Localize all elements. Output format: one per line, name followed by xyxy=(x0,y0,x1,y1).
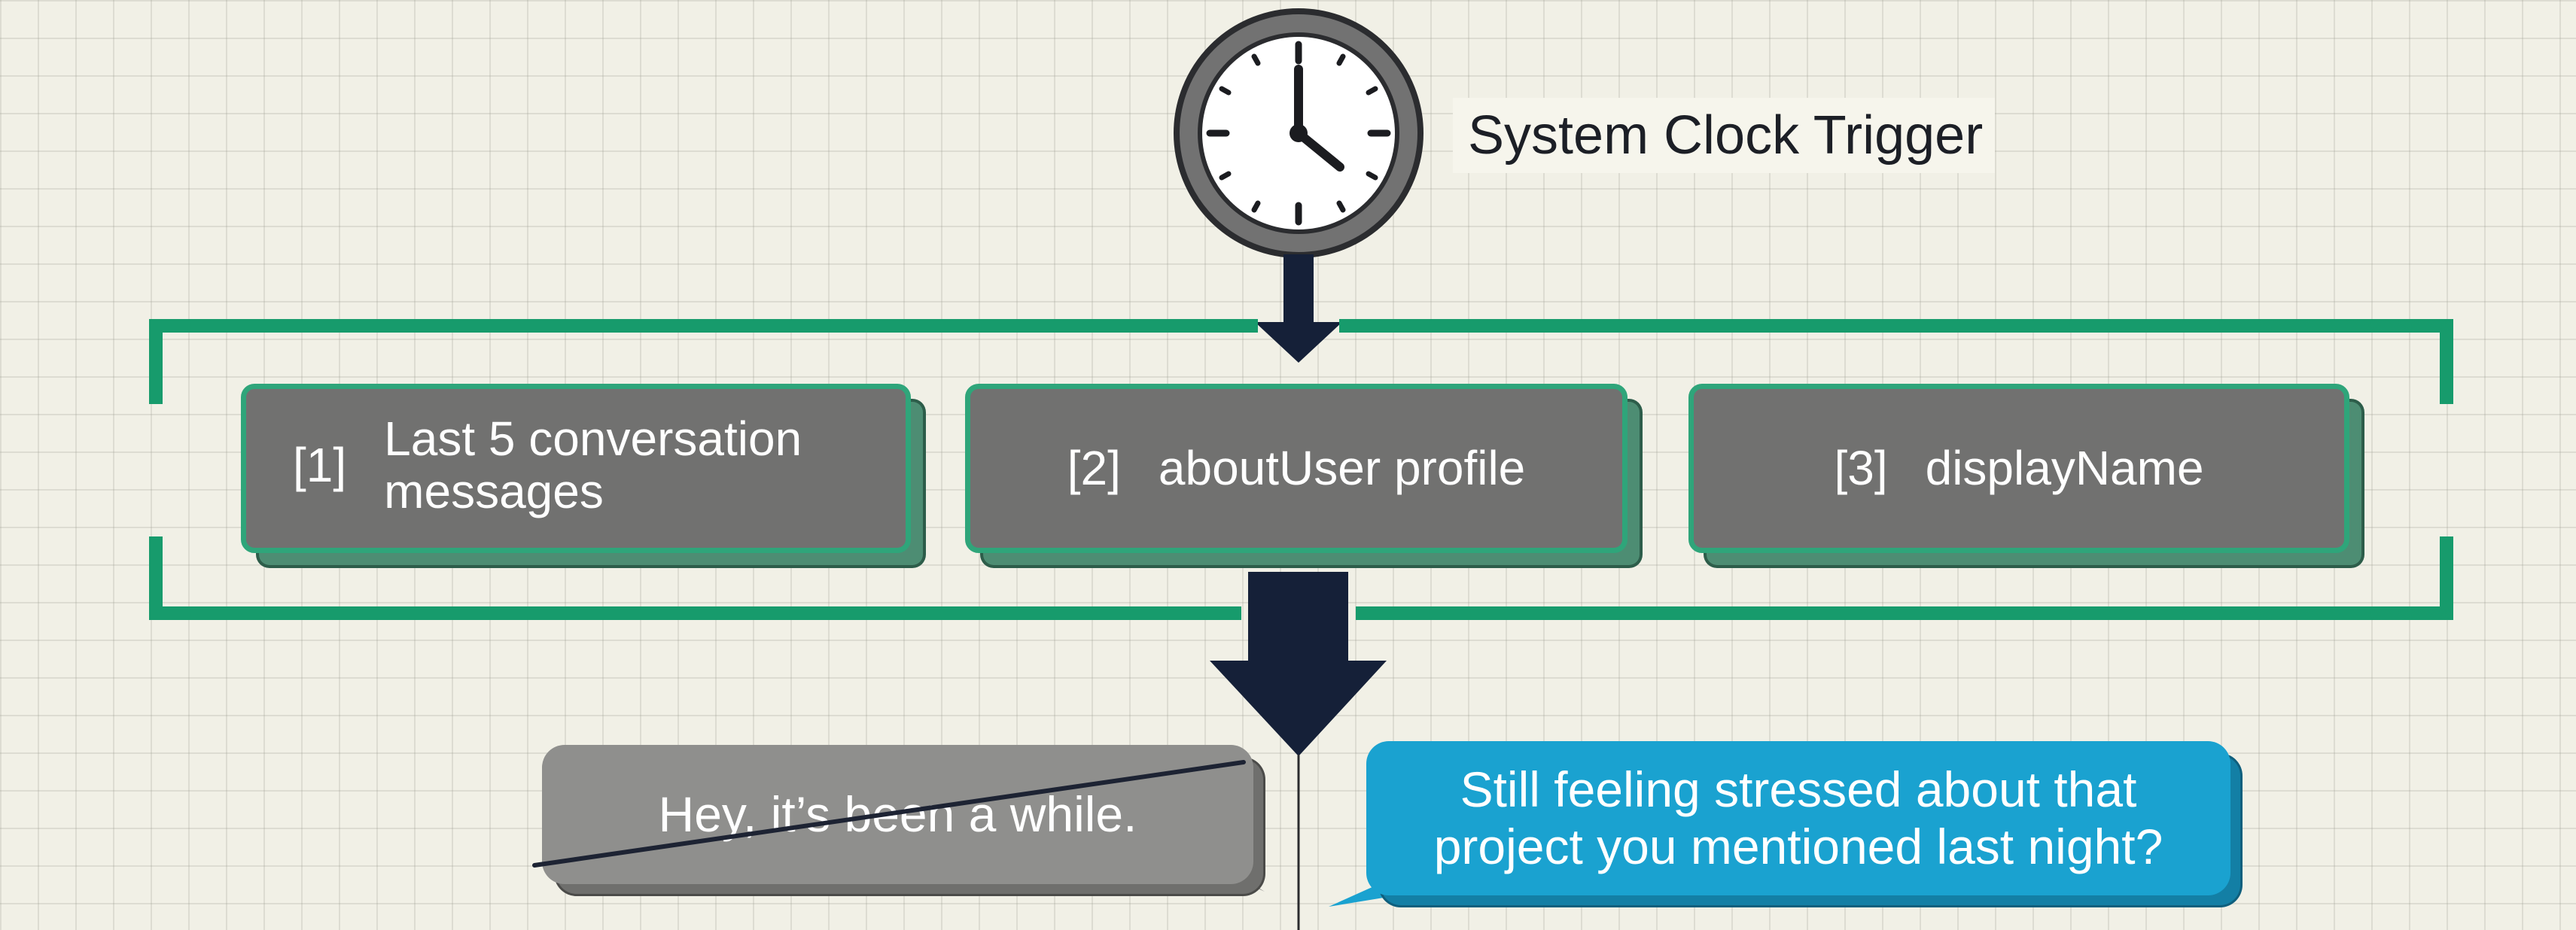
card-number: [3] xyxy=(1834,440,1888,495)
card-label: displayName xyxy=(1925,440,2204,495)
context-bracket xyxy=(149,319,2453,620)
context-card-displayname: [3] displayName xyxy=(1688,384,2349,553)
context-card-messages: [1] Last 5 conversation messages xyxy=(241,384,911,553)
card-number: [1] xyxy=(293,437,347,492)
card-label: aboutUser profile xyxy=(1158,440,1526,495)
clock-icon xyxy=(1174,8,1423,258)
card-number: [2] xyxy=(1067,440,1121,495)
rejected-message-text: Hey, it’s been a while. xyxy=(658,786,1137,842)
generated-message-text: Still feeling stressed about that projec… xyxy=(1433,761,2163,874)
card-label: Last 5 conversation messages xyxy=(384,412,802,518)
generated-message-bubble: Still feeling stressed about that projec… xyxy=(1366,741,2230,895)
trigger-label: System Clock Trigger xyxy=(1453,98,1995,173)
context-card-profile: [2] aboutUser profile xyxy=(965,384,1628,553)
rejected-message-bubble: Hey, it’s been a while. xyxy=(542,745,1253,884)
arrow-context-to-messages xyxy=(1210,572,1387,756)
arrow-clock-to-context xyxy=(1255,254,1342,363)
